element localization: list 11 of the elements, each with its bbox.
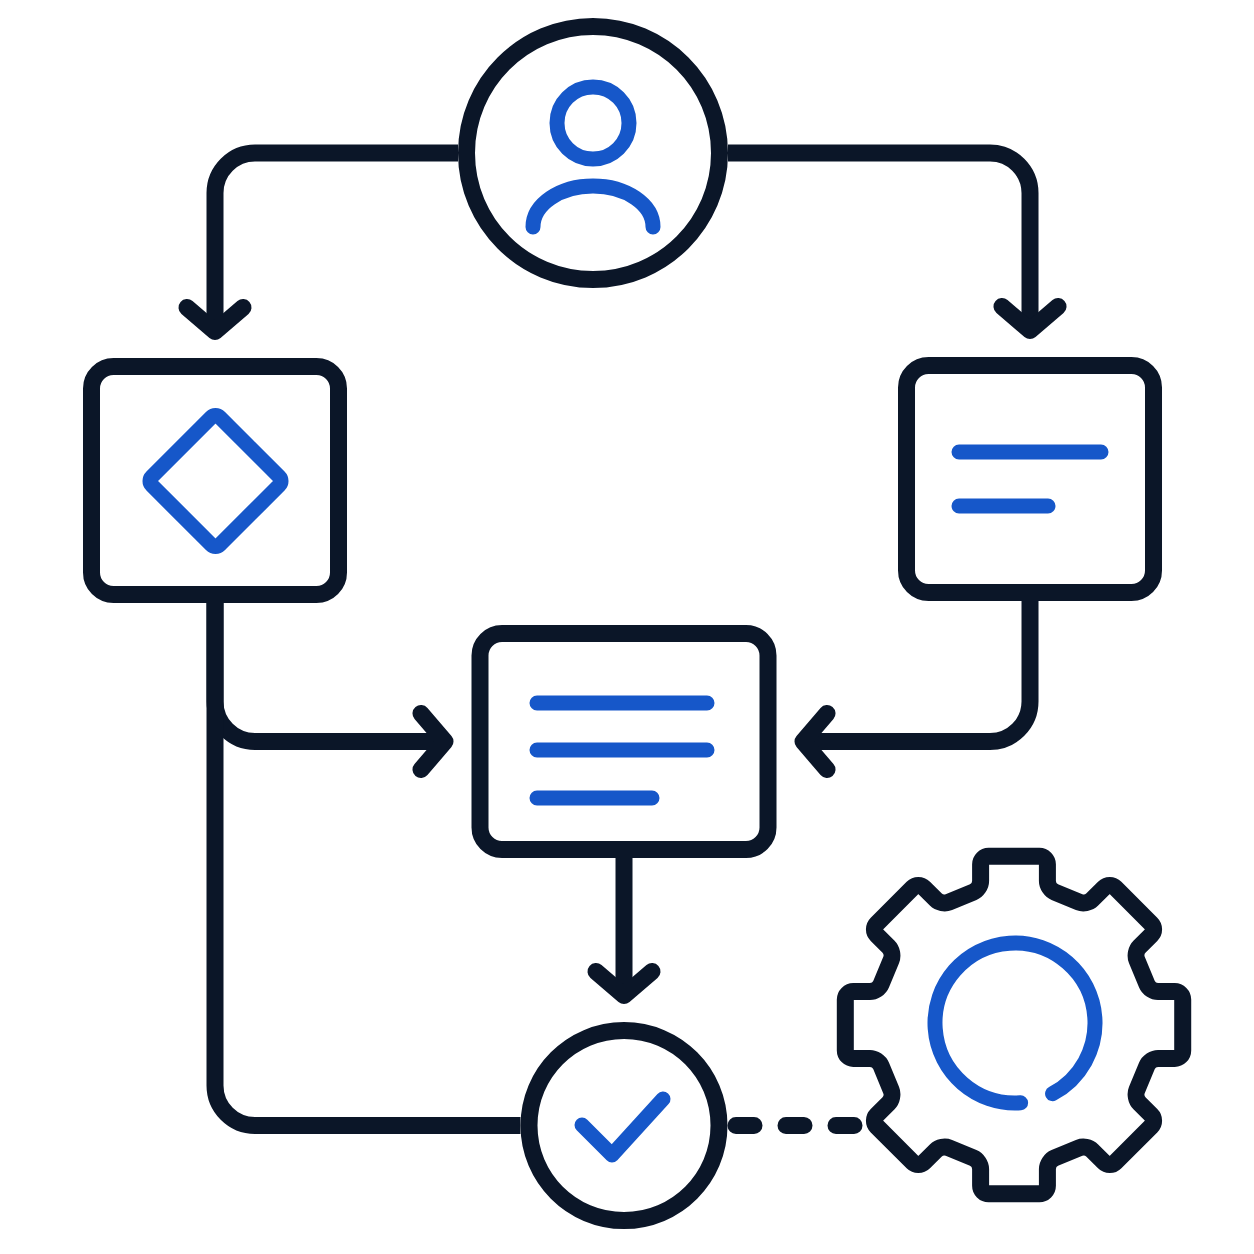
arrow xyxy=(794,601,1039,778)
arrow xyxy=(728,144,1067,339)
connector-line xyxy=(206,603,521,1134)
process-box xyxy=(898,357,1162,601)
process-box xyxy=(83,358,347,603)
arrow xyxy=(178,144,458,340)
circle xyxy=(458,18,728,288)
dashed-line xyxy=(727,1117,864,1135)
arrow xyxy=(587,858,661,1004)
circle xyxy=(520,1022,728,1229)
gear xyxy=(836,847,1192,1203)
